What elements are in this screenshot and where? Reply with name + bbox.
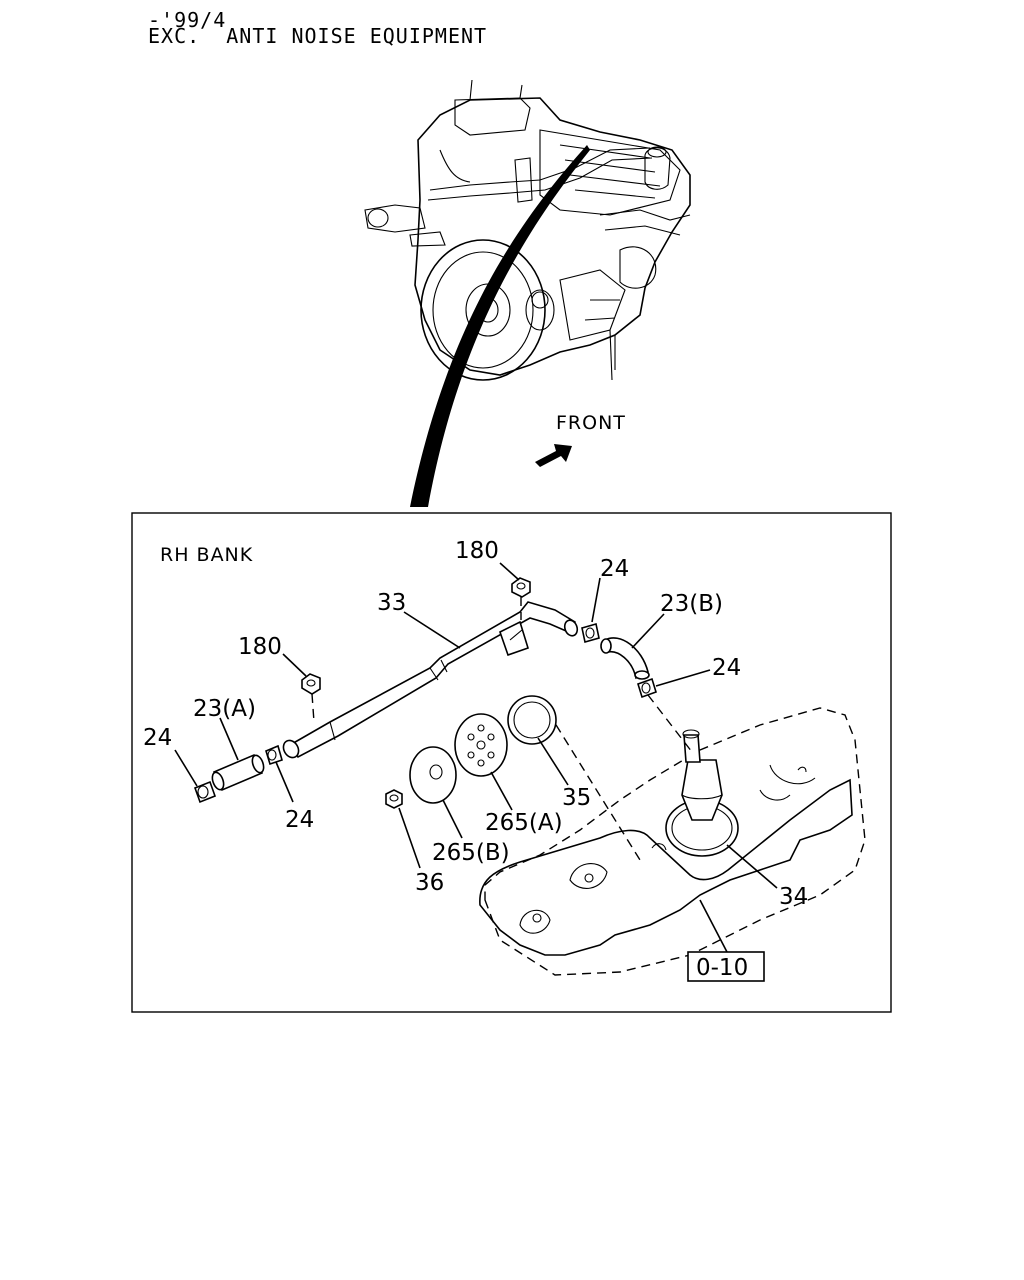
callout-33: 33 xyxy=(377,590,406,616)
bank-label: RH BANK xyxy=(160,544,253,566)
callout-24-top: 24 xyxy=(600,556,629,582)
callout-35: 35 xyxy=(562,785,591,811)
plate-265b xyxy=(409,746,457,804)
clip-24-right xyxy=(637,677,657,699)
clip-24-mid xyxy=(265,744,283,766)
engine-illustration xyxy=(364,79,691,381)
baffle-265a xyxy=(454,713,508,777)
gasket-35 xyxy=(507,695,557,745)
nut-180-top xyxy=(511,577,531,620)
pipe-33 xyxy=(282,601,579,759)
callout-24-mid: 24 xyxy=(285,807,314,833)
callout-36: 36 xyxy=(415,870,444,896)
rocker-cover xyxy=(479,707,866,976)
header-date-range: -'99/4 xyxy=(148,8,227,32)
callout-24-right: 24 xyxy=(712,655,741,681)
callout-23a: 23(A) xyxy=(193,696,256,722)
clip-24-left xyxy=(193,780,217,804)
detail-frame xyxy=(131,512,892,1013)
callout-34: 34 xyxy=(779,884,808,910)
header-condition: EXC. ANTI NOISE EQUIPMENT xyxy=(148,24,488,48)
callout-23b: 23(B) xyxy=(660,591,723,617)
nut-180-left xyxy=(301,673,321,723)
callout-leaders xyxy=(174,562,778,953)
detail-leader-band xyxy=(410,145,590,507)
ref-box xyxy=(687,951,765,982)
callout-180-top: 180 xyxy=(455,538,499,564)
bolt-36 xyxy=(385,789,403,809)
callout-265a: 265(A) xyxy=(485,810,563,836)
clip-24-top xyxy=(581,622,600,644)
callout-180-left: 180 xyxy=(238,634,282,660)
front-label: FRONT xyxy=(556,412,626,434)
callout-24-left: 24 xyxy=(143,725,172,751)
front-arrow-icon xyxy=(535,444,572,467)
breather-34 xyxy=(665,729,739,857)
connection-line-23b xyxy=(647,694,693,753)
ref-box-label: 0-10 xyxy=(696,955,748,981)
hose-23a xyxy=(211,753,265,792)
callout-265b: 265(B) xyxy=(432,840,510,866)
hose-23b xyxy=(600,637,650,680)
